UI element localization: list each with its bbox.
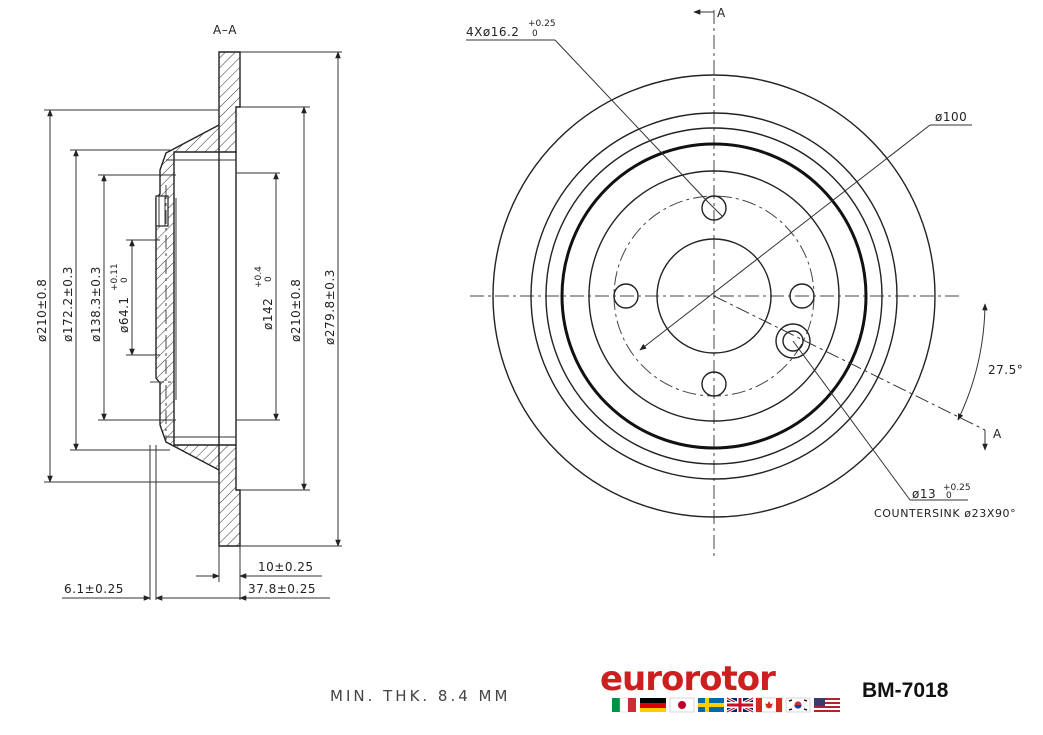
italy-flag <box>612 697 636 713</box>
japan-flag <box>669 697 695 713</box>
center-bore <box>656 238 772 354</box>
dim-hole-13-tol-upper: +0.25 <box>943 483 971 493</box>
dim-bolt-holes-tol-upper: +0.25 <box>528 19 556 29</box>
brand-logo: eurorotor <box>600 659 777 699</box>
section-view: A–A <box>35 23 342 601</box>
dim-d64-tol-lower: 0 <box>120 277 130 283</box>
dim-d142: ø142 <box>261 298 275 330</box>
section-title: A–A <box>213 23 237 37</box>
brand-wordmark: eurorotor <box>600 659 776 699</box>
section-arrow-label-right: A <box>993 427 1002 441</box>
dim-d210-left: ø210±0.8 <box>35 279 49 342</box>
dim-d138: ø138.3±0.3 <box>89 266 103 342</box>
hat-edge <box>560 142 868 450</box>
dim-bolt-holes-tol-lower: 0 <box>532 29 538 39</box>
dim-pcd: ø100 <box>935 110 967 124</box>
rotor-outer-edge <box>492 74 936 518</box>
dim-height378: 37.8±0.25 <box>248 582 316 596</box>
dim-d142-tol-lower: 0 <box>264 276 274 282</box>
section-arrow-label-top: A <box>717 6 726 20</box>
country-flags <box>612 696 840 714</box>
sweden-flag <box>698 698 724 712</box>
dim-d64-tol-upper: +0.11 <box>110 263 120 291</box>
dim-hole-13: ø13 <box>912 487 936 501</box>
uk-flag <box>726 696 754 714</box>
dim-thk10: 10±0.25 <box>258 560 314 574</box>
section-profile <box>155 51 241 547</box>
dim-d172: ø172.2±0.3 <box>61 266 75 342</box>
min-thickness-note: MIN. THK. 8.4 MM <box>330 687 510 705</box>
part-number: BM-7018 <box>862 679 949 702</box>
bolt-hole-bottom <box>701 371 727 397</box>
bolt-hole-right <box>789 283 815 309</box>
dim-hole-13-tol-lower: 0 <box>946 491 952 501</box>
dim-bolt-holes: 4Xø16.2 <box>466 25 519 39</box>
korea-flag <box>785 697 811 713</box>
dim-d142-tol-upper: +0.4 <box>254 266 264 288</box>
dim-angle: 27.5° <box>988 363 1023 377</box>
countersink-hole <box>775 323 811 359</box>
bolt-hole-left <box>613 283 639 309</box>
dim-d64: ø64.1 <box>117 296 131 333</box>
canada-flag <box>755 697 783 713</box>
germany-flag <box>640 698 666 712</box>
dim-d279: ø279.8±0.3 <box>323 269 337 345</box>
usa-flag <box>814 698 840 712</box>
plan-view: A A 4Xø16.2 +0.25 0 ø100 ø13 +0.25 0 COU… <box>466 6 1023 560</box>
dim-thk61: 6.1±0.25 <box>64 582 124 596</box>
bolt-hole-top <box>701 195 727 221</box>
dim-d210-right: ø210±0.8 <box>289 279 303 342</box>
countersink-note: COUNTERSINK ø23X90° <box>874 507 1016 520</box>
